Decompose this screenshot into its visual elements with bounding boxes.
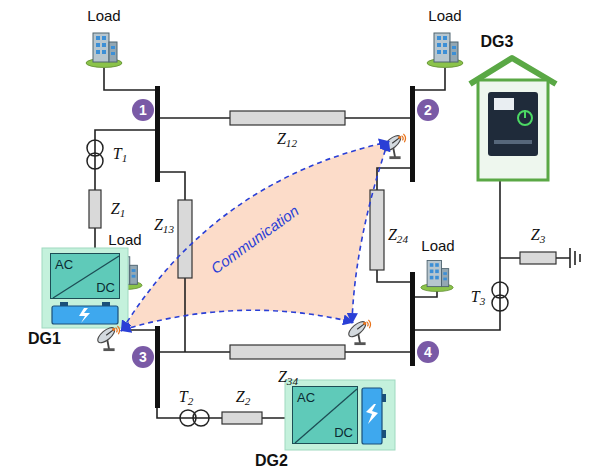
component-label: Z24 <box>388 226 408 245</box>
component-label: Z2 <box>236 388 251 407</box>
converter-label: DC <box>96 280 115 295</box>
component-label: Z12 <box>277 130 297 149</box>
component-label: Z3 <box>531 226 546 245</box>
load-building <box>427 33 463 68</box>
communication-label: Communication <box>208 203 302 278</box>
communication-region <box>122 142 388 330</box>
antenna <box>95 325 119 351</box>
wires <box>95 68 570 418</box>
bus-number: 2 <box>417 99 439 121</box>
antenna <box>346 319 370 345</box>
ground-symbol <box>570 248 580 268</box>
bus-number-text: 3 <box>139 349 147 365</box>
converter-label: AC <box>55 257 73 272</box>
bus-bar <box>410 272 415 366</box>
component-label: T1 <box>113 145 128 164</box>
component-label: Z34 <box>278 368 298 387</box>
dg-wire <box>157 408 285 418</box>
bus-bar <box>155 326 160 408</box>
component-label: Z1 <box>111 200 126 219</box>
bus-number-text: 2 <box>424 102 432 118</box>
impedance-box <box>230 345 345 359</box>
load-building <box>86 33 122 68</box>
load-wire <box>104 68 155 90</box>
transformers <box>87 140 508 426</box>
impedance-box <box>222 412 262 424</box>
load-label: Load <box>108 232 141 249</box>
bus-number: 3 <box>132 346 154 368</box>
antenna <box>381 133 405 159</box>
dg-panel: DG1ACDC <box>42 248 128 328</box>
component-label: Z13 <box>154 216 174 235</box>
bus-number-text: 1 <box>139 102 147 118</box>
transformer-winding <box>87 153 103 169</box>
transformer-winding <box>193 410 209 426</box>
load-wire <box>126 290 155 330</box>
bus-bar <box>410 86 415 182</box>
battery <box>52 302 118 324</box>
impedance-box <box>370 190 384 270</box>
bus-number: 4 <box>417 341 439 363</box>
impedance-box <box>520 252 556 264</box>
dg-panel <box>285 380 395 450</box>
battery <box>362 388 386 444</box>
impedance-box <box>89 190 101 228</box>
load-wire <box>415 68 445 90</box>
converter-label: DC <box>334 425 353 440</box>
bus-number-text: 4 <box>424 344 432 360</box>
converter-box: AC DC <box>292 386 358 444</box>
dg-label: DG3 <box>481 33 514 51</box>
dg-label: DG2 <box>255 452 288 470</box>
component-label: T3 <box>471 288 486 307</box>
converter-box: AC DC <box>50 253 120 299</box>
load-label: Load <box>428 8 461 25</box>
dg-wire <box>95 130 155 248</box>
generator-dg3 <box>470 58 556 180</box>
dg-label: DG1 <box>28 330 61 348</box>
impedance-box <box>178 200 192 278</box>
load-label: Load <box>421 238 454 255</box>
converter-label: AC <box>297 390 315 405</box>
load-building <box>421 261 453 292</box>
dg-panel <box>42 248 128 328</box>
communication-links <box>122 142 388 330</box>
transformer-winding <box>492 295 508 311</box>
bus-bar <box>155 86 160 182</box>
bus-number: 1 <box>132 99 154 121</box>
impedance-box <box>230 111 345 125</box>
dg-panel: DG2ACDC <box>285 380 395 450</box>
component-label: T2 <box>179 388 194 407</box>
load-label: Load <box>87 8 120 25</box>
dg-wire <box>415 180 500 330</box>
